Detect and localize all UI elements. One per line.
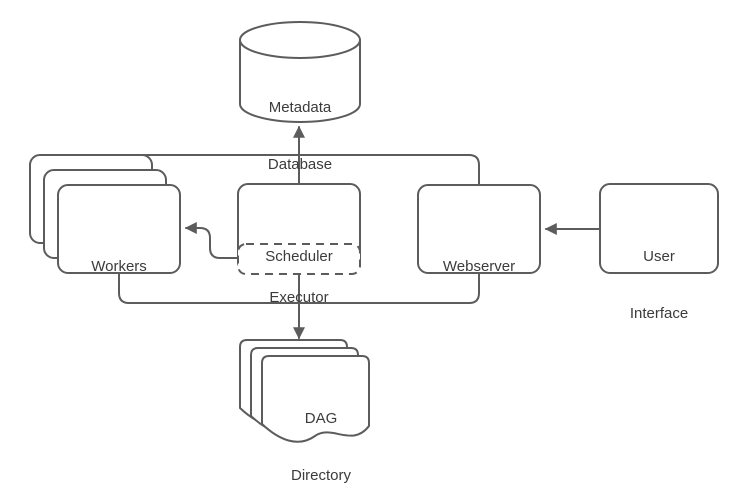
- workers-stack-front: [57, 184, 181, 274]
- node-executor[interactable]: [237, 243, 361, 275]
- node-dag-directory[interactable]: [239, 339, 370, 443]
- node-layer: [29, 21, 719, 443]
- user-interface-body: [599, 183, 719, 274]
- edge-workers-to-dag-directory: [118, 272, 300, 304]
- edge-webserver-to-dag-directory: [298, 272, 480, 304]
- node-metadata-database[interactable]: [239, 21, 361, 123]
- node-workers[interactable]: [29, 154, 181, 274]
- edge-webserver-to-metadata-database: [298, 154, 480, 186]
- dag-directory-stack-front: [261, 355, 370, 443]
- webserver-body: [417, 184, 541, 274]
- node-user-interface[interactable]: [599, 183, 719, 274]
- executor-body: [237, 243, 361, 275]
- metadata-database-top: [239, 21, 361, 59]
- metadata-database-body: [239, 39, 361, 123]
- edge-executor-to-workers: [184, 222, 239, 259]
- node-webserver[interactable]: [417, 184, 541, 274]
